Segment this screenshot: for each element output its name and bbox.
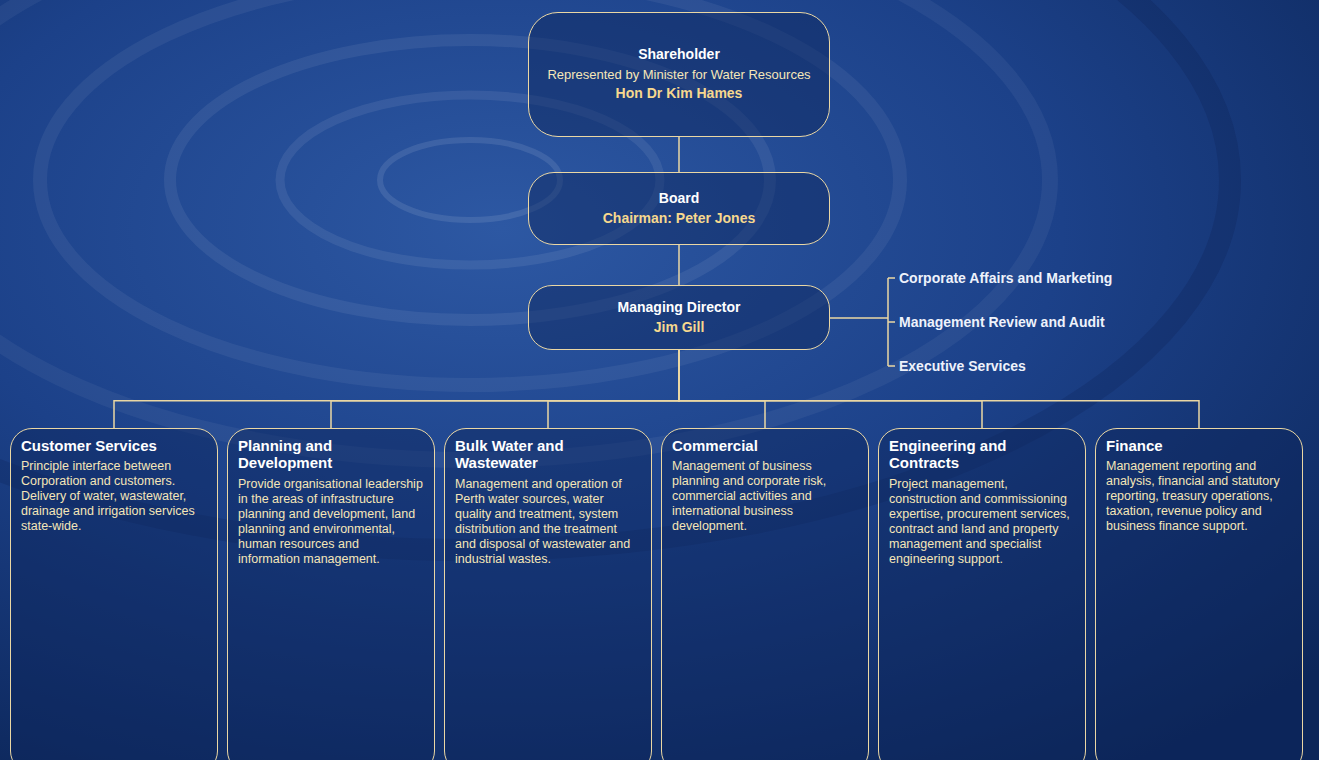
box-title: Managing Director [618, 299, 741, 317]
box-description: Provide organisational leadership in the… [238, 477, 424, 567]
person-name: Hon Dr Kim Hames [616, 85, 743, 103]
box-title: Commercial [672, 437, 858, 454]
org-box: Managing DirectorJim Gill [528, 285, 830, 350]
box-title: Bulk Water and Wastewater [455, 437, 641, 472]
bracket-line [830, 278, 895, 366]
box-title: Customer Services [21, 437, 207, 454]
division-box: FinanceManagement reporting and analysis… [1095, 428, 1303, 760]
box-title: Planning and Development [238, 437, 424, 472]
division-box: Engineering and ContractsProject managem… [878, 428, 1086, 760]
box-title: Engineering and Contracts [889, 437, 1075, 472]
org-connector [679, 350, 765, 428]
org-connector [678, 137, 680, 172]
person-name: Chairman: Peter Jones [603, 210, 756, 228]
unit-label: Executive Services [899, 356, 1026, 376]
unit-label: Management Review and Audit [899, 312, 1105, 332]
org-box: BoardChairman: Peter Jones [528, 172, 830, 245]
division-box: Planning and DevelopmentProvide organisa… [227, 428, 435, 760]
division-box: CommercialManagement of business plannin… [661, 428, 869, 760]
org-connector [548, 350, 679, 428]
box-title: Shareholder [638, 46, 720, 64]
division-box: Bulk Water and WastewaterManagement and … [444, 428, 652, 760]
box-title: Board [659, 190, 699, 208]
unit-label: Corporate Affairs and Marketing [899, 268, 1112, 288]
org-connector [679, 350, 1199, 428]
box-description: Principle interface between Corporation … [21, 459, 207, 534]
org-connector [331, 350, 679, 428]
person-name: Jim Gill [654, 319, 705, 337]
box-title: Finance [1106, 437, 1292, 454]
org-connector [678, 245, 680, 285]
division-box: Customer ServicesPrinciple interface bet… [10, 428, 218, 760]
box-description: Represented by Minister for Water Resour… [547, 67, 810, 83]
box-description: Management reporting and analysis, finan… [1106, 459, 1292, 534]
box-description: Project management, construction and com… [889, 477, 1075, 567]
box-description: Management and operation of Perth water … [455, 477, 641, 567]
box-description: Management of business planning and corp… [672, 459, 858, 534]
org-box: ShareholderRepresented by Minister for W… [528, 12, 830, 137]
org-connector [114, 350, 679, 428]
